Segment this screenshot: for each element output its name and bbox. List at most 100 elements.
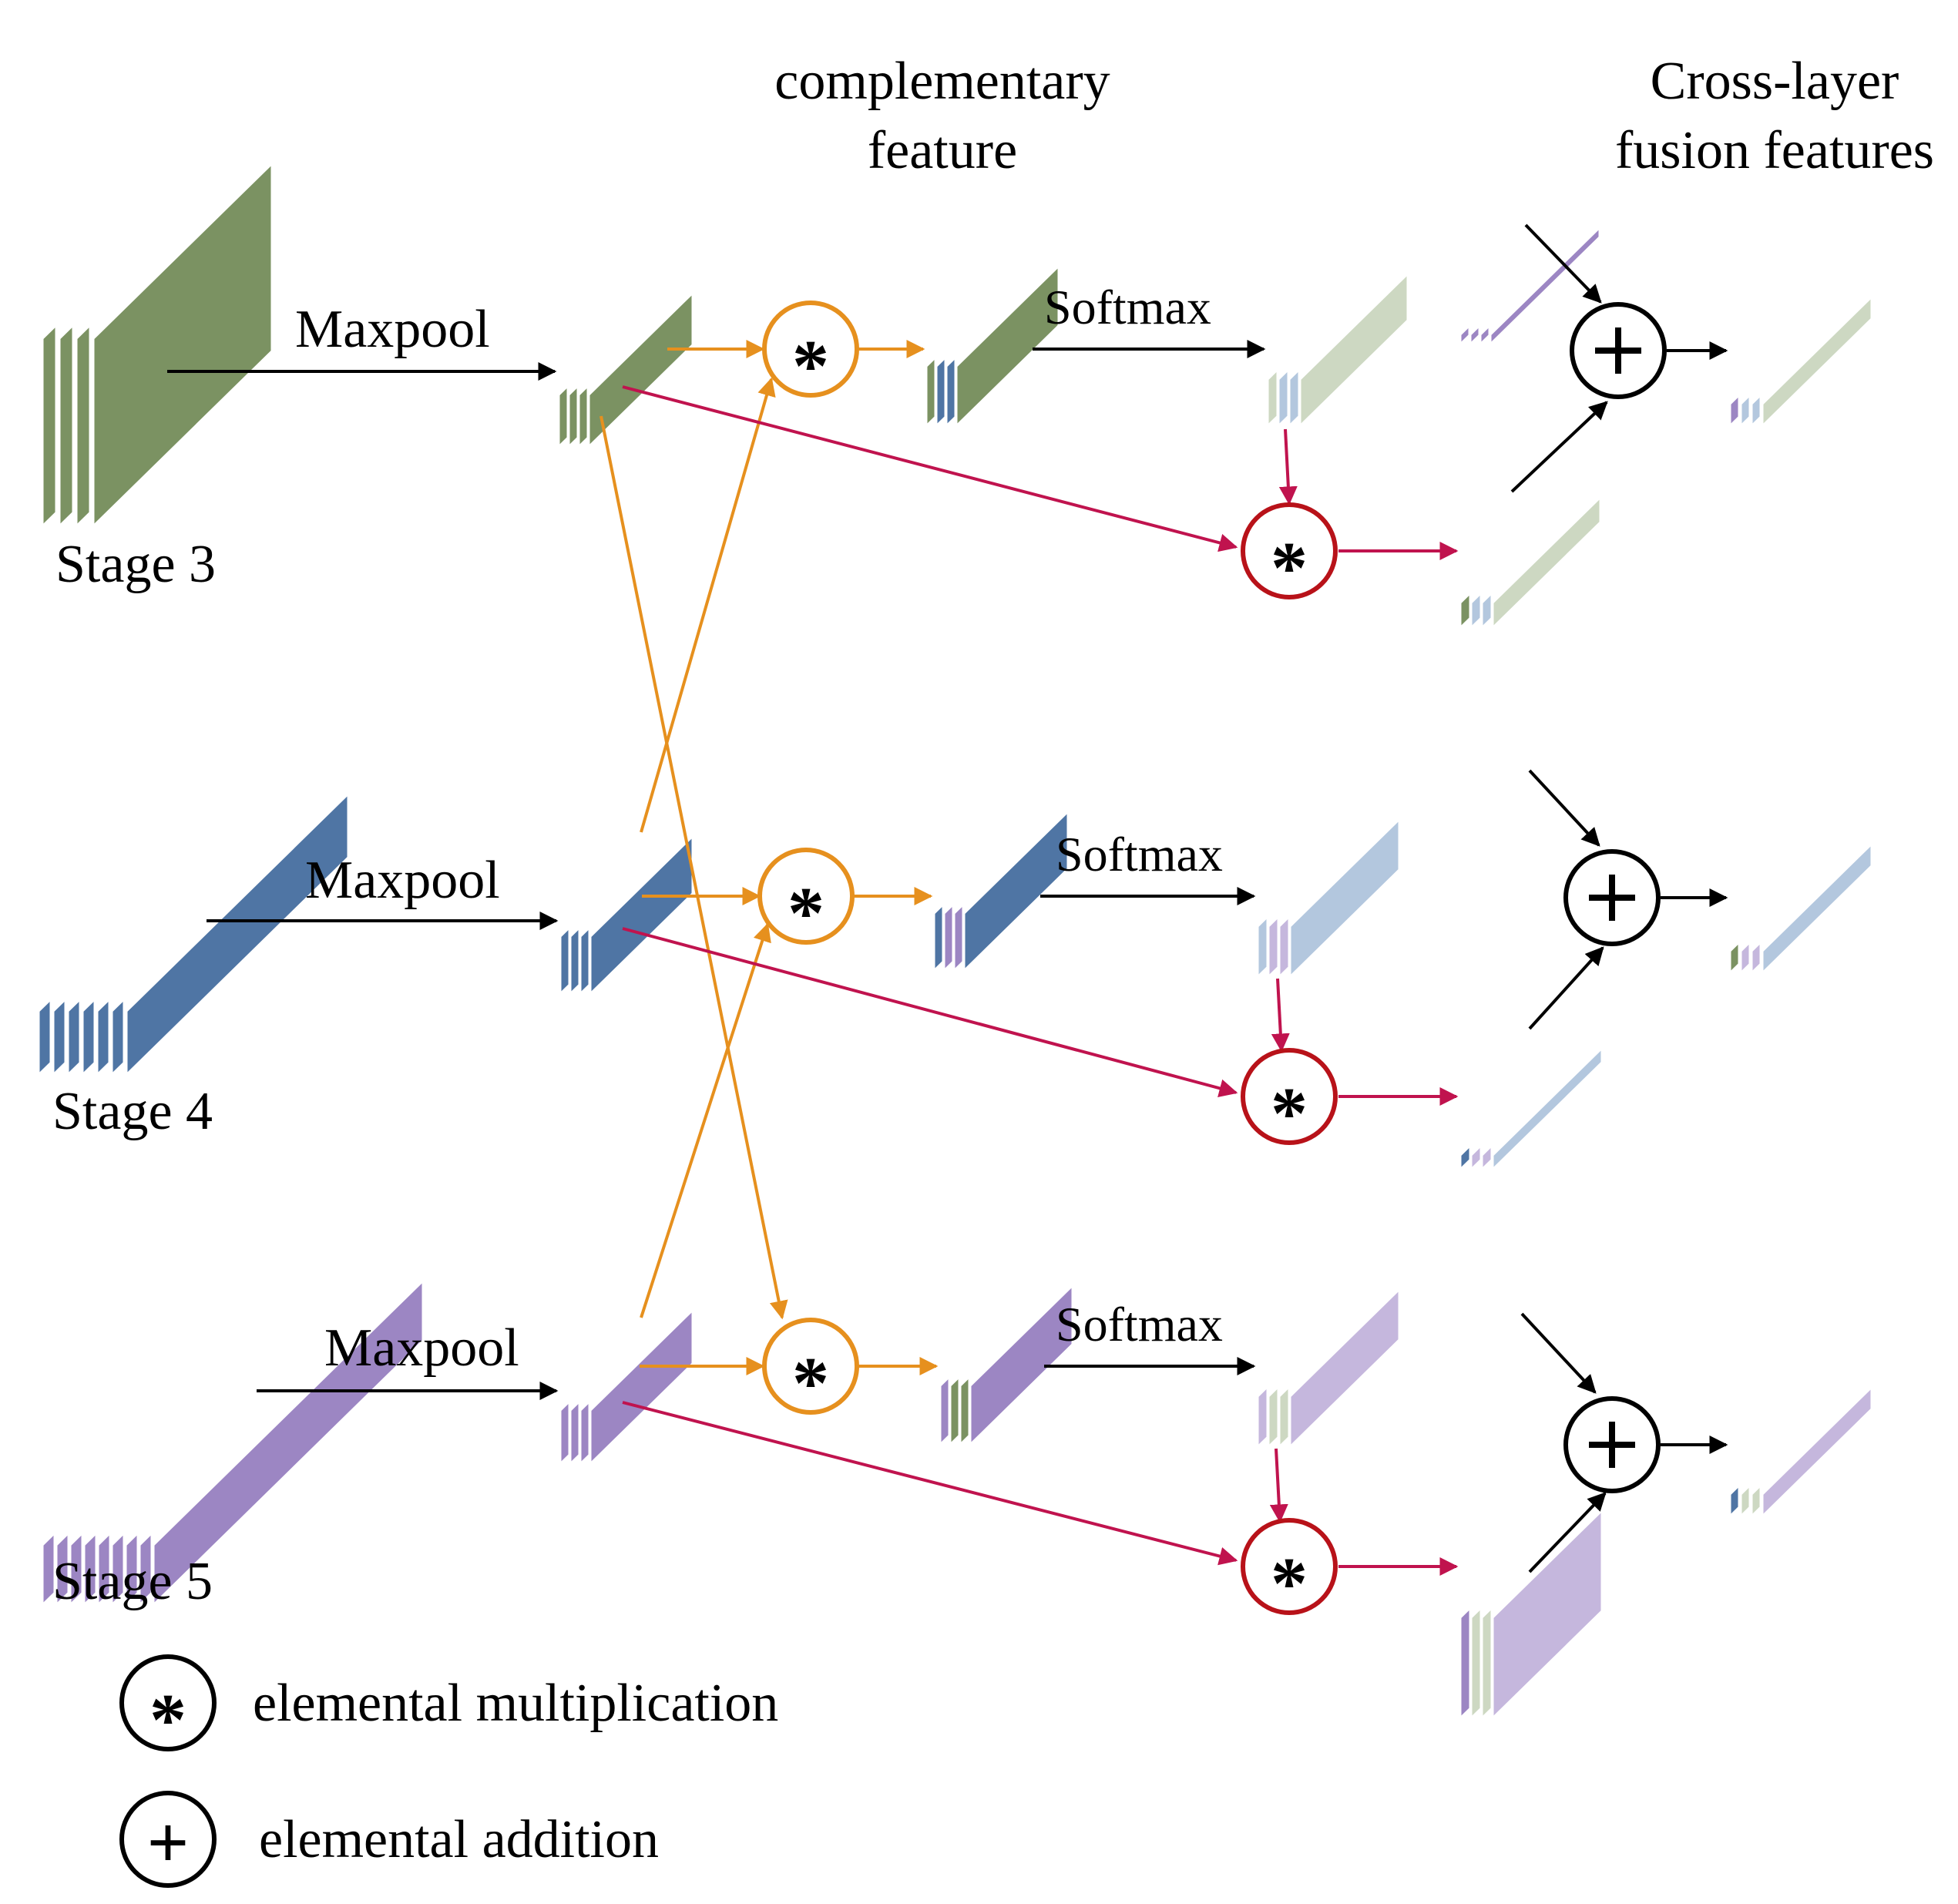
orange-multiply-s5: *	[762, 1318, 859, 1425]
stack-stage4-layer	[110, 996, 126, 1078]
crossfeature-stage3-layer	[1459, 322, 1471, 348]
maxpool-label-stage3: Maxpool	[295, 300, 490, 359]
stack-stage5-layer	[55, 1530, 70, 1608]
complementary-stage5-layer	[939, 1374, 951, 1448]
add-s3	[1570, 302, 1667, 399]
complementary-stage4-layer	[942, 901, 955, 974]
add-s4	[1563, 849, 1661, 946]
complementary-stage5-layer	[969, 1282, 1074, 1448]
stage4-label: Stage 4	[52, 1082, 213, 1141]
add-arrow-s4-bottom	[1528, 946, 1604, 1030]
complementary-stage4-layer	[952, 901, 965, 974]
crimson-arrow-s4-to-mult	[622, 927, 1238, 1098]
pooled-stage5-layer	[589, 1307, 694, 1467]
stack-stage4-layer	[37, 996, 52, 1078]
add-arrow-s5-top	[1520, 1312, 1597, 1394]
crossfeature-stage5-layer	[1489, 1326, 1601, 1440]
stack-stage3-layer	[75, 322, 92, 529]
fused-stage5-layer	[1761, 1384, 1873, 1520]
stack-stage5-layer	[152, 1278, 425, 1608]
fused-stage4-layer	[1728, 939, 1741, 976]
red-multiply-s5: *	[1241, 1518, 1338, 1625]
crossfeature-stage4	[1459, 783, 1601, 897]
fused-stage3-layer	[1728, 391, 1741, 429]
crimson-arrow-s3-down	[1278, 428, 1298, 505]
stack-stage4-layer	[96, 996, 111, 1078]
stack-stage5-layer	[138, 1530, 153, 1608]
stack-stage4-layer	[81, 996, 96, 1078]
complementary-stage5	[939, 1282, 1074, 1448]
pooled-stage4-layer	[579, 925, 591, 997]
legend-mult-label: elemental multiplication	[253, 1674, 778, 1733]
stack-stage4-layer	[125, 791, 350, 1078]
stage5-label: Stage 5	[52, 1552, 213, 1611]
weighted-stage4-layer	[1469, 1142, 1483, 1173]
fused-stage5-layer	[1750, 1482, 1762, 1520]
pooled-stage3	[557, 290, 694, 450]
fused-stage3-layer	[1739, 391, 1751, 429]
feature-map-stacks	[37, 160, 1873, 1721]
orange-multiply-s3: *	[762, 301, 859, 408]
svg-text:*: *	[792, 325, 829, 408]
crossfeature-stage5-layer	[1479, 1424, 1491, 1440]
fused-stage4-layer	[1750, 939, 1762, 976]
crimson-arrow-s3-to-mult	[622, 385, 1238, 552]
crosslayer-title-line2: fusion features	[1615, 121, 1934, 180]
complementary-stage3-layer	[925, 354, 937, 429]
pooled-stage5-layer	[569, 1399, 581, 1467]
softmax-out-stage4-layer	[1256, 913, 1269, 980]
crossfeature-stage5-layer	[1459, 1424, 1471, 1440]
softmax-out-stage4-layer	[1288, 816, 1401, 980]
pooled-stage5-layer	[559, 1399, 571, 1467]
pooled-stage3-layer	[567, 382, 579, 450]
stack-stage5-layer	[69, 1530, 84, 1608]
softmax-out-stage5-layer	[1288, 1286, 1401, 1450]
crosslayer-title-line1: Cross-layer	[1651, 52, 1899, 111]
orange-arrow-s4-to-s3mult	[640, 377, 776, 833]
softmax-out-stage5-layer	[1256, 1383, 1269, 1450]
svg-text:*: *	[1271, 1543, 1308, 1625]
pooled-stage4-layer	[589, 833, 694, 997]
stack-stage4-layer	[52, 996, 67, 1078]
complementary-title-line1: complementary	[774, 52, 1110, 111]
weighted-stage4-layer	[1480, 1142, 1493, 1173]
crimson-arrow-s5-to-mult	[622, 1401, 1238, 1566]
pooled-stage3-layer	[557, 382, 569, 450]
stack-stage5-layer	[82, 1530, 98, 1608]
stack-stage5	[41, 1278, 425, 1608]
labels: complementary feature Cross-layer fusion…	[52, 52, 1934, 1611]
maxpool-label-stage5: Maxpool	[324, 1318, 519, 1378]
stack-stage5-layer	[96, 1530, 112, 1608]
orange-arrow-s5-to-s4mult	[640, 922, 771, 1318]
crossfeature-stage4-layer	[1489, 783, 1601, 897]
softmax-out-stage3	[1266, 270, 1409, 429]
stack-stage3	[41, 160, 274, 529]
weighted-stage4-layer	[1491, 1045, 1604, 1173]
weighted-stage4	[1459, 1045, 1604, 1173]
complementary-title-line2: feature	[868, 121, 1017, 180]
pooled-stage3-layer	[587, 290, 694, 450]
complementary-stage5-layer	[949, 1374, 961, 1448]
weighted-stage5-layer	[1480, 1604, 1493, 1721]
svg-text:*: *	[1271, 1073, 1308, 1155]
fused-stage3-layer	[1750, 391, 1762, 429]
operators: * * * * * *	[757, 301, 1667, 1625]
crossfeature-stage5-layer	[1469, 1424, 1481, 1440]
softmax-out-stage3-layer	[1288, 366, 1301, 429]
complementary-stage3-layer	[935, 354, 947, 429]
fused-stage5-layer	[1739, 1482, 1751, 1520]
crimson-arrow-s5-down	[1269, 1448, 1288, 1523]
svg-text:*: *	[788, 872, 825, 955]
weighted-stage5-layer	[1469, 1604, 1483, 1721]
weighted-stage3-layer	[1491, 494, 1602, 631]
pooled-stage4-layer	[569, 925, 581, 997]
fused-stage5	[1728, 1384, 1873, 1520]
softmax-out-stage4-layer	[1278, 913, 1291, 980]
orange-multiply-s4: *	[757, 848, 855, 955]
weighted-stage3-layer	[1459, 589, 1472, 631]
add-arrow-s3-top	[1524, 223, 1602, 304]
weighted-stage5	[1459, 1507, 1604, 1721]
weighted-stage3-layer	[1469, 589, 1483, 631]
stack-stage4	[37, 791, 350, 1078]
complementary-stage4-layer	[962, 808, 1070, 974]
